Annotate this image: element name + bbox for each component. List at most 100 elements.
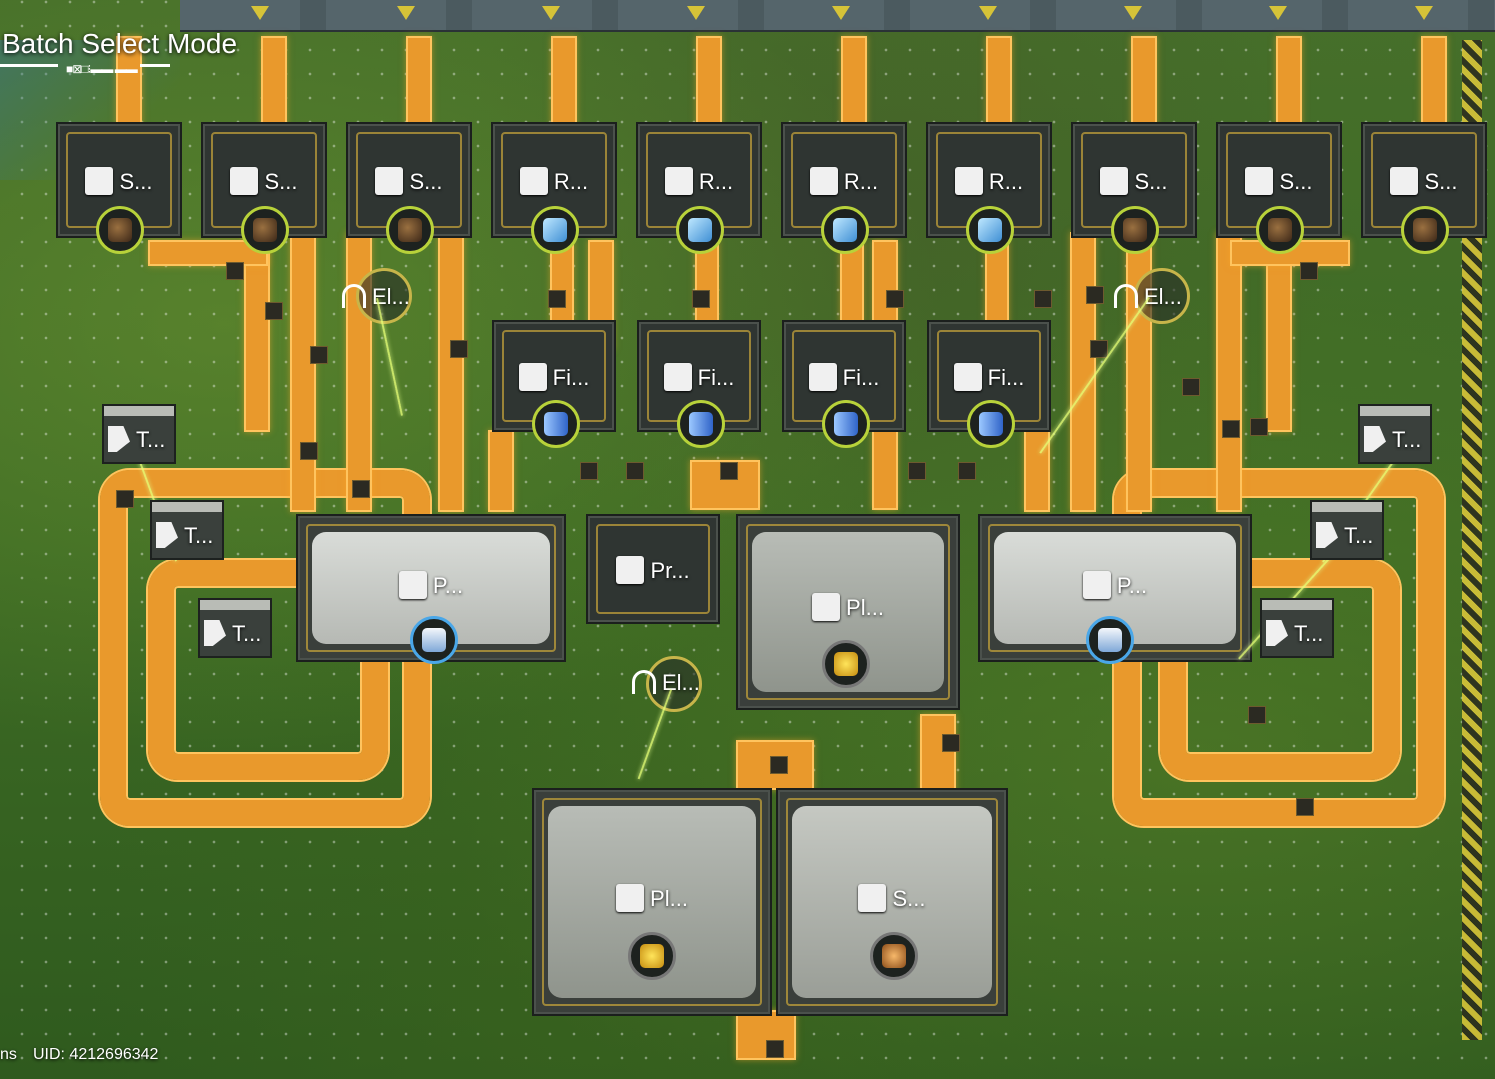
conveyor-belt[interactable] [985,240,1009,324]
filler-machine-3[interactable]: Fi... [782,320,906,448]
conveyor-belt[interactable] [695,240,719,324]
item-on-belt [1034,290,1052,308]
machine-row1-output-badge [1401,206,1449,254]
refinery-icon [954,166,983,195]
crystal-icon [543,218,567,242]
packager-right-output-badge [1086,616,1134,664]
machine-row1-1[interactable]: S... [56,122,182,254]
machine-row1-9[interactable]: S... [1216,122,1342,254]
protocol-machine[interactable]: Pr... [586,514,720,624]
conveyor-belt[interactable] [1070,232,1096,512]
protocol-label: Pr... [650,558,690,584]
conveyor-belt[interactable] [116,36,142,126]
conveyor-belt[interactable] [550,240,574,324]
packager-right[interactable]: P... [978,514,1252,664]
tower-right-3[interactable]: T... [1260,598,1334,658]
refinery-icon [809,166,838,195]
tower-icon [1364,426,1386,452]
filler-output-badge [677,400,725,448]
conveyor-belt[interactable] [488,430,514,512]
tower-icon [156,522,178,548]
machine-row1-2[interactable]: S... [201,122,327,254]
item-on-belt [1300,262,1318,280]
conveyor-belt[interactable] [290,232,316,512]
conveyor-belt[interactable] [841,36,867,126]
item-on-belt [265,302,283,320]
machine-row1-10[interactable]: S... [1361,122,1487,254]
smelter-icon [1390,166,1419,195]
smelter-icon [1245,166,1274,195]
electric-pylon-right[interactable] [1134,268,1190,324]
tower-left-2[interactable]: T... [150,500,224,560]
item-on-belt [770,756,788,774]
item-on-belt [908,462,926,480]
filler-machine-4[interactable]: Fi... [927,320,1051,448]
conveyor-belt[interactable] [986,36,1012,126]
planter-top-label: Pl... [846,594,884,620]
filler-machine-1[interactable]: Fi... [492,320,616,448]
ore-icon [398,218,422,242]
item-on-belt [116,490,134,508]
planter-icon [616,884,645,913]
conveyor-belt[interactable] [551,36,577,126]
machine-row1-8[interactable]: S... [1071,122,1197,254]
filler-machine-2[interactable]: Fi... [637,320,761,448]
item-on-belt [1248,706,1266,724]
wall-marker-icon [1269,6,1287,20]
machine-row1-4[interactable]: R... [491,122,617,254]
machine-row1-output-badge [386,206,434,254]
seed-picker[interactable]: S... [776,788,1008,1016]
wall-marker-icon [1415,6,1433,20]
packager-left[interactable]: P... [296,514,566,664]
machine-row1-output-badge [676,206,724,254]
conveyor-belt[interactable] [1216,232,1242,512]
gold-plant-icon [834,652,858,676]
electric-pylon-right-label: El... [1144,284,1182,309]
tower-right-1[interactable]: T... [1358,404,1432,464]
packager-icon [398,570,427,599]
planter-bottom[interactable]: Pl... [532,788,772,1016]
item-on-belt [766,1040,784,1058]
tower-icon [204,620,226,646]
pylon-icon [1114,284,1138,308]
conveyor-belt[interactable] [696,36,722,126]
item-on-belt [958,462,976,480]
planter-top[interactable]: Pl... [736,514,960,710]
conveyor-belt[interactable] [438,232,464,512]
tower-icon [108,426,130,452]
smelter-icon [375,166,404,195]
machine-row1-6[interactable]: R... [781,122,907,254]
conveyor-belt[interactable] [406,36,432,126]
seed-picker-icon [858,884,887,913]
hud-underline [0,64,58,67]
machine-row1-label: S... [1134,168,1168,194]
conveyor-belt[interactable] [840,240,864,324]
item-on-belt [1296,798,1314,816]
conveyor-belt[interactable] [920,714,956,794]
seed-picker-label: S... [892,886,926,912]
conveyor-belt[interactable] [261,36,287,126]
seed-picker-output-badge [870,932,918,980]
crystal-icon [688,218,712,242]
planter-top-output-badge [822,640,870,688]
conveyor-belt[interactable] [1421,36,1447,126]
conveyor-belt[interactable] [1276,36,1302,126]
tower-left-3[interactable]: T... [198,598,272,658]
tower-left-1[interactable]: T... [102,404,176,464]
wall-marker-icon [251,6,269,20]
fiber-icon [834,412,858,436]
conveyor-belt[interactable] [1131,36,1157,126]
tower-right-2[interactable]: T... [1310,500,1384,560]
machine-row1-5[interactable]: R... [636,122,762,254]
item-on-belt [886,290,904,308]
machine-row1-output-badge [1111,206,1159,254]
packager-right-label: P... [1116,572,1148,598]
item-on-belt [1090,340,1108,358]
machine-row1-3[interactable]: S... [346,122,472,254]
tower-icon [1266,620,1288,646]
seed-icon [882,944,906,968]
machine-row1-label: R... [843,168,879,194]
machine-row1-7[interactable]: R... [926,122,1052,254]
filler-label: Fi... [842,365,880,391]
